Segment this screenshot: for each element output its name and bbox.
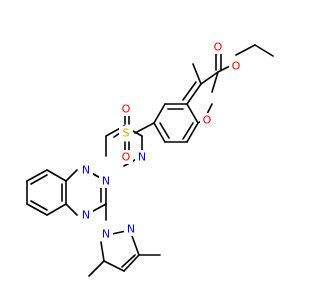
atom-n-quinoxaline-bottom: N: [82, 209, 90, 222]
bond: [182, 122, 194, 140]
atom-o-carbonyl: O: [214, 41, 223, 54]
atom-o-furan: O: [203, 114, 212, 127]
bond: [30, 174, 48, 185]
bond: [159, 122, 170, 139]
bond: [100, 241, 105, 262]
bond: [65, 203, 78, 216]
bond: [46, 169, 67, 182]
atom-n-piperazine-left: N: [102, 175, 110, 188]
bond: [103, 260, 125, 272]
atom-o-sulfonyl-top: O: [122, 103, 131, 116]
atom-n-pyrazole-2: N: [127, 223, 135, 236]
bond: [30, 200, 48, 211]
bond: [134, 122, 155, 134]
atom-o-ester: O: [232, 60, 241, 73]
bond: [254, 44, 274, 57]
atom-s-sulfonyl: S: [123, 127, 130, 140]
bond: [88, 260, 105, 277]
bond: [26, 203, 48, 216]
atom-n-pyrazole-1: N: [102, 228, 110, 241]
bond: [65, 169, 78, 182]
bond: [131, 235, 140, 256]
atom-labels: O O O S O O N N N N N N: [79, 40, 243, 241]
bond: [111, 230, 127, 235]
atom-n-piperazine-right: N: [138, 151, 146, 164]
bonds: [26, 44, 274, 277]
bond: [186, 122, 199, 143]
bond: [46, 203, 67, 216]
atom-o-sulfonyl-bottom: O: [122, 151, 131, 164]
bond: [192, 63, 202, 85]
structure-canvas: O O O S O O N N N N N N: [26, 40, 274, 277]
bond: [200, 71, 219, 85]
bond: [186, 103, 199, 124]
bond: [217, 65, 231, 73]
bond: [206, 103, 213, 115]
bond: [235, 44, 256, 56]
molecule-diagram: O O O S O O N N N N N N: [26, 40, 274, 277]
bond: [182, 81, 197, 101]
bond: [153, 103, 166, 124]
bond: [121, 254, 136, 268]
bond: [153, 122, 166, 143]
atom-n-quinoxaline-top: N: [82, 164, 90, 177]
bond: [123, 254, 140, 272]
bond: [186, 83, 202, 105]
bond: [26, 169, 48, 182]
bond: [211, 71, 219, 93]
